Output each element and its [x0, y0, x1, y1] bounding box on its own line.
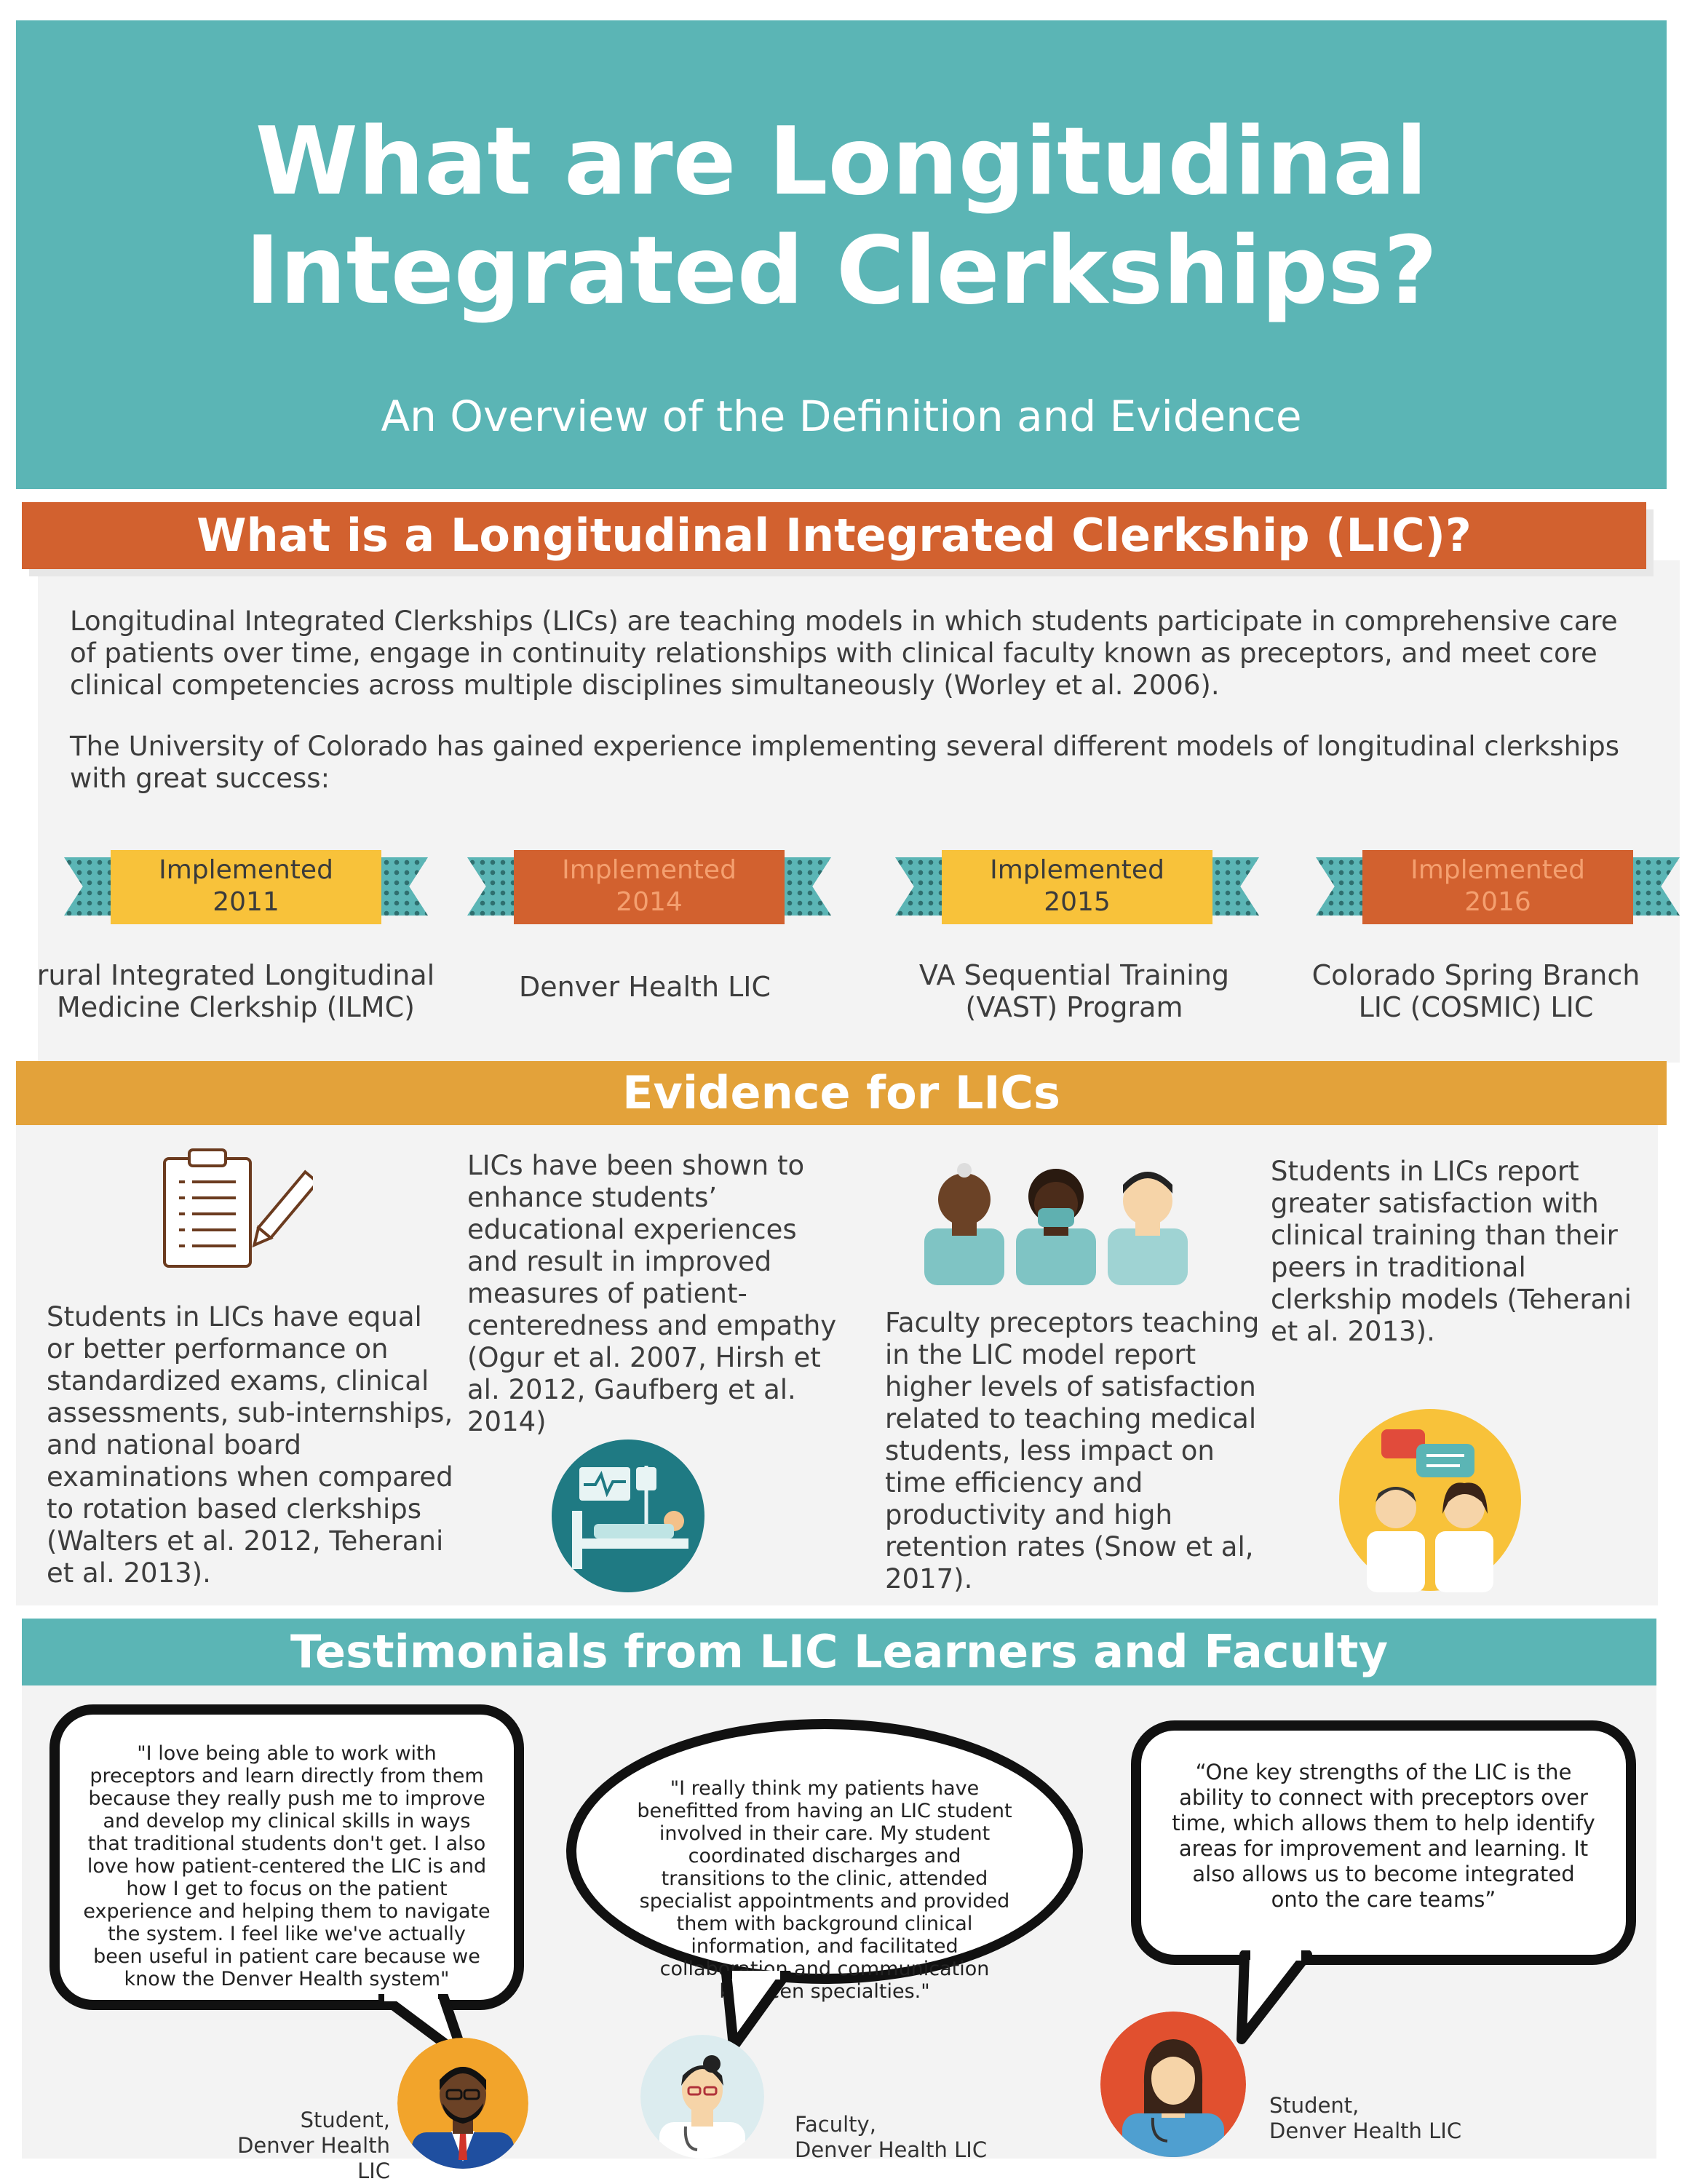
- ribbon-face: Implemented 2015: [942, 850, 1212, 924]
- program-name-line: Denver Health LIC: [518, 971, 771, 1003]
- doctors-group-icon: [924, 1163, 1188, 1285]
- ribbon-label: Implemented: [159, 855, 333, 885]
- definition-heading: What is a Longitudinal Integrated Clerks…: [22, 502, 1646, 569]
- page-title: What are Longitudinal Integrated Clerksh…: [16, 108, 1667, 326]
- author-role: Faculty,: [795, 2112, 876, 2137]
- testimonial-quote-3: “One key strengths of the LIC is the abi…: [1172, 1760, 1595, 1912]
- title-line-2: Integrated Clerkships?: [245, 217, 1438, 325]
- evidence-text-empathy: LICs have been shown to enhance students…: [467, 1150, 837, 1437]
- program-name-line: Colorado Spring Branch: [1311, 959, 1640, 991]
- definition-panel: [38, 560, 1680, 1063]
- ribbon-year: 2014: [616, 887, 683, 917]
- author-role: Student,: [300, 2108, 390, 2132]
- hospital-bed-icon: [552, 1440, 704, 1592]
- page-subtitle: An Overview of the Definition and Eviden…: [381, 392, 1302, 441]
- author-org: Denver Health LIC: [1269, 2119, 1462, 2143]
- ribbon-face: Implemented 2011: [111, 850, 381, 924]
- testimonial-author-3: Student, Denver Health LIC: [1269, 2093, 1502, 2144]
- program-name-ilmc: rural Integrated Longitudinal Medicine C…: [32, 959, 440, 1023]
- program-name-denver: Denver Health LIC: [441, 971, 849, 1003]
- author-org: Denver Health LIC: [795, 2137, 988, 2162]
- testimonial-bubble-3: “One key strengths of the LIC is the abi…: [1131, 1720, 1636, 1965]
- testimonial-quote-1: "I love being able to work with precepto…: [83, 1742, 491, 1990]
- student-male-avatar-icon: [397, 2038, 528, 2169]
- colorado-paragraph: The University of Colorado has gained ex…: [70, 731, 1620, 794]
- student-female-avatar-icon: [1100, 2012, 1246, 2157]
- evidence-text-satisfaction: Students in LICs report greater satisfac…: [1271, 1156, 1632, 1347]
- title-line-1: What are Longitudinal: [255, 108, 1428, 216]
- testimonial-bubble-1: "I love being able to work with precepto…: [49, 1704, 524, 2010]
- ribbon-label: Implemented: [990, 855, 1164, 885]
- program-name-line: Medicine Clerkship (ILMC): [57, 991, 415, 1023]
- faculty-female-avatar-icon: [640, 2035, 764, 2159]
- evidence-text-exams: Students in LICs have equal or better pe…: [47, 1301, 453, 1589]
- program-name-cosmic: Colorado Spring Branch LIC (COSMIC) LIC: [1272, 959, 1680, 1023]
- ribbon-2011: Implemented 2011: [64, 850, 428, 930]
- bubble-tail-3: [1237, 1950, 1312, 2044]
- evidence-text-faculty: Faculty preceptors teaching in the LIC m…: [885, 1307, 1260, 1595]
- testimonials-heading: Testimonials from LIC Learners and Facul…: [22, 1619, 1656, 1685]
- ribbon-face: Implemented 2016: [1362, 850, 1633, 924]
- program-name-vast: VA Sequential Training (VAST) Program: [870, 959, 1278, 1023]
- ribbon-year: 2015: [1044, 887, 1111, 917]
- header-banner: What are Longitudinal Integrated Clerksh…: [16, 20, 1667, 489]
- doctors-conversation-icon: [1339, 1409, 1521, 1592]
- testimonial-quote-2: "I really think my patients have benefit…: [637, 1777, 1012, 2003]
- testimonial-author-2: Faculty, Denver Health LIC: [795, 2112, 1013, 2163]
- ribbon-2016: Implemented 2016: [1316, 850, 1680, 930]
- bubble-tail-2: [721, 1971, 791, 2051]
- ribbon-label: Implemented: [562, 855, 737, 885]
- program-name-line: (VAST) Program: [965, 991, 1183, 1023]
- ribbon-year: 2011: [213, 887, 279, 917]
- ribbon-face: Implemented 2014: [514, 850, 785, 924]
- definition-paragraph: Longitudinal Integrated Clerkships (LICs…: [70, 605, 1618, 701]
- testimonial-author-1: Student, Denver Health LIC: [215, 2108, 390, 2184]
- ribbon-2014: Implemented 2014: [467, 850, 831, 930]
- testimonial-bubble-2: "I really think my patients have benefit…: [566, 1719, 1083, 2003]
- ribbon-label: Implemented: [1410, 855, 1585, 885]
- program-name-line: rural Integrated Longitudinal: [36, 959, 435, 991]
- author-org: Denver Health LIC: [237, 2133, 390, 2183]
- clipboard-icon: [163, 1148, 313, 1268]
- author-role: Student,: [1269, 2093, 1359, 2118]
- program-name-line: VA Sequential Training: [918, 959, 1230, 991]
- program-name-line: LIC (COSMIC) LIC: [1358, 991, 1594, 1023]
- ribbon-2015: Implemented 2015: [895, 850, 1259, 930]
- ribbon-year: 2016: [1464, 887, 1531, 917]
- evidence-heading: Evidence for LICs: [16, 1061, 1667, 1125]
